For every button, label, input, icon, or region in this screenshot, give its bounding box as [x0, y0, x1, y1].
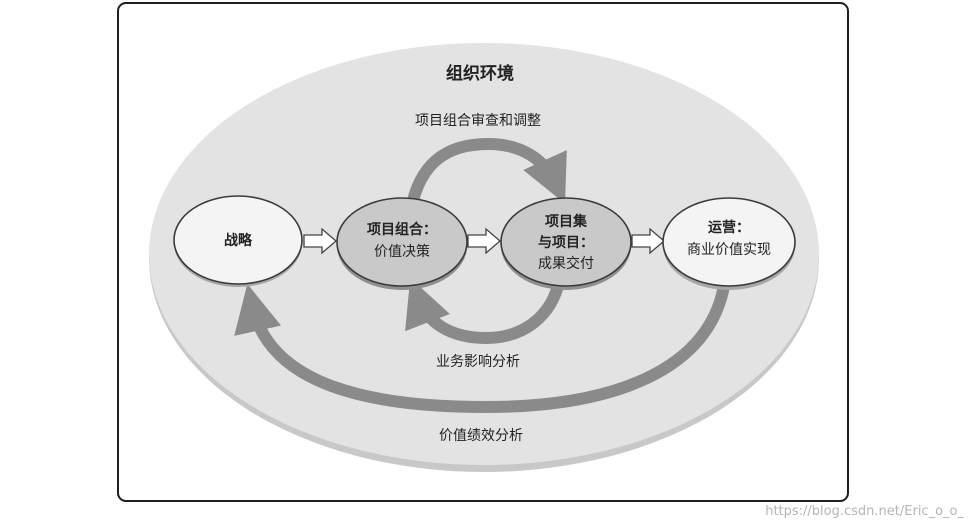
impact-loop-arrow [405, 276, 566, 345]
node-operations-title: 运营： [708, 219, 750, 236]
forward-arrow-portfolio-programs [467, 227, 501, 255]
forward-arrow-strategy-portfolio [303, 227, 337, 255]
node-portfolio: 项目组合： 价值决策 [336, 197, 468, 290]
review-loop-label: 项目组合审查和调整 [415, 113, 541, 129]
watermark-text: https://blog.csdn.net/Eric_o_o_ [765, 504, 964, 519]
node-portfolio-title: 项目组合： [367, 221, 437, 238]
node-programs-title-2: 与项目： [538, 235, 594, 251]
node-operations: 运营： 商业价值实现 [662, 197, 796, 290]
node-strategy: 战略 [173, 195, 303, 287]
environment-ellipse [149, 43, 819, 465]
environment-title: 组织环境 [446, 63, 514, 84]
node-portfolio-subtitle: 价值决策 [374, 243, 430, 260]
node-programs: 项目集 与项目： 成果交付 [500, 197, 632, 290]
node-programs-title-1: 项目集 [545, 213, 588, 230]
value-loop-label: 价值绩效分析 [439, 428, 523, 444]
node-operations-subtitle: 商业价值实现 [687, 242, 771, 258]
value-loop-arrow [234, 279, 731, 414]
node-programs-subtitle: 成果交付 [538, 255, 594, 272]
forward-arrow-programs-operations [631, 227, 665, 255]
node-strategy-label: 战略 [224, 232, 253, 249]
impact-loop-label: 业务影响分析 [436, 354, 520, 370]
review-loop-arrow [405, 137, 567, 212]
